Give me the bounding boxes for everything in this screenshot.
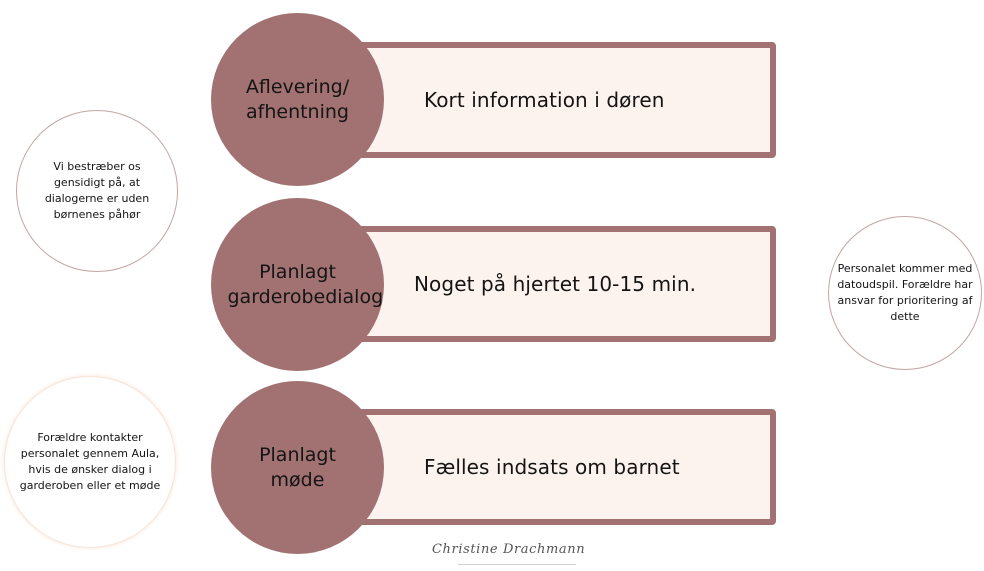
circle-label-moede: Planlagt møde — [259, 444, 336, 491]
circle-label-garderobedialog: Planlagt garderobedialog — [227, 261, 384, 308]
bar-aflevering: Kort information i døren — [306, 42, 776, 158]
circle-moede: Planlagt møde — [211, 381, 384, 554]
note-right: Personalet kommer med datoudspil. Foræld… — [828, 216, 982, 370]
circle-label-aflevering: Aflevering/ afhentning — [245, 76, 350, 123]
note-left-top: Vi bestræber os gensidigt på, at dialoge… — [16, 110, 178, 272]
bar-text-moede: Fælles indsats om barnet — [424, 455, 680, 479]
signature: Christine Drachmann — [432, 542, 586, 557]
circle-aflevering: Aflevering/ afhentning — [211, 13, 384, 186]
note-left-top-text: Vi bestræber os gensidigt på, at dialoge… — [44, 160, 150, 221]
signature-underline — [458, 564, 576, 565]
note-right-text: Personalet kommer med datoudspil. Foræld… — [837, 262, 973, 323]
circle-garderobedialog: Planlagt garderobedialog — [211, 198, 384, 371]
bar-text-aflevering: Kort information i døren — [424, 88, 665, 112]
bar-text-garderobedialog: Noget på hjertet 10-15 min. — [414, 272, 697, 296]
note-left-bottom: Forældre kontakter personalet gennem Aul… — [4, 376, 176, 548]
bar-moede: Fælles indsats om barnet — [306, 409, 776, 525]
note-left-bottom-text: Forældre kontakter personalet gennem Aul… — [19, 431, 161, 492]
bar-garderobedialog: Noget på hjertet 10-15 min. — [306, 226, 776, 342]
